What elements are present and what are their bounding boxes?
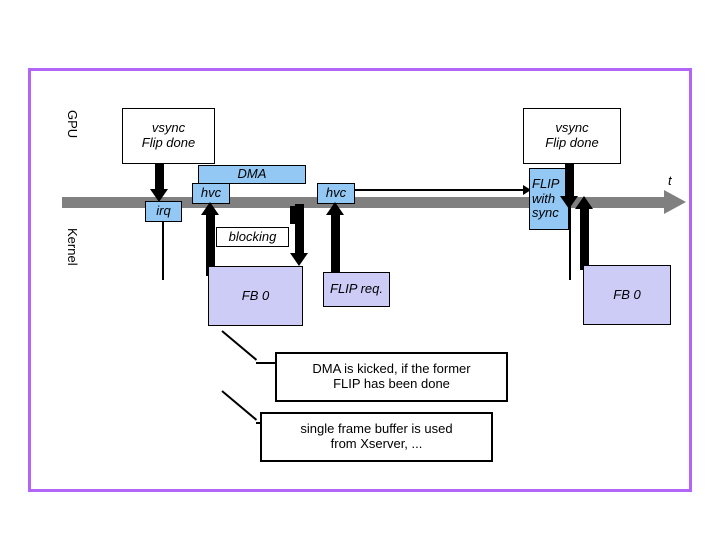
note-dma-line1: DMA is kicked, if the former xyxy=(312,361,471,377)
kernel-box-fb0-right: FB 0 xyxy=(583,265,671,325)
gpu-event-vsync-right: vsync Flip done xyxy=(523,108,621,164)
vsync-left-line1: vsync xyxy=(151,120,186,136)
gpu-event-vsync-left: vsync Flip done xyxy=(122,108,215,164)
connector-hvc2-to-flip xyxy=(355,189,523,191)
timeline-axis xyxy=(62,197,666,208)
note-box-dma-kicked: DMA is kicked, if the former FLIP has be… xyxy=(275,352,508,402)
timeline-arrowhead xyxy=(664,190,686,214)
flip-dropline xyxy=(569,205,571,280)
vsync-right-line2: Flip done xyxy=(545,135,599,150)
timeline-box-hvc-1: hvc xyxy=(192,183,230,204)
leader-tail-note-dma xyxy=(256,362,276,364)
lane-label-gpu: GPU xyxy=(65,110,80,139)
kernel-box-fb0-left: FB 0 xyxy=(208,266,303,326)
kernel-box-flip-req: FLIP req. xyxy=(323,272,390,307)
slide-border xyxy=(28,68,692,492)
note-dma-line2: FLIP has been done xyxy=(333,376,450,391)
flip-with-sync-line1: FLIP xyxy=(532,175,560,191)
note-fb-line2: from Xserver, ... xyxy=(330,436,423,451)
lane-label-kernel: Kernel xyxy=(65,228,80,266)
kernel-box-blocking: blocking xyxy=(216,227,289,247)
flip-with-sync-line3: sync xyxy=(532,205,559,221)
vsync-right-line1: vsync xyxy=(555,120,589,136)
timeline-box-irq: irq xyxy=(145,201,182,222)
axis-label-t: t xyxy=(668,173,672,188)
timeline-box-hvc-2: hvc xyxy=(317,183,355,204)
connector-hvc2-to-flip-arrowhead xyxy=(523,185,531,195)
vsync-left-line2: Flip done xyxy=(141,135,196,150)
irq-dropline xyxy=(162,222,164,280)
note-fb-line1: single frame buffer is used xyxy=(300,421,453,437)
flip-with-sync-line2: with xyxy=(532,190,556,206)
note-box-single-frame-buffer: single frame buffer is used from Xserver… xyxy=(260,412,493,462)
timeline-tick-mark xyxy=(290,206,299,224)
timeline-box-dma: DMA xyxy=(198,165,306,184)
